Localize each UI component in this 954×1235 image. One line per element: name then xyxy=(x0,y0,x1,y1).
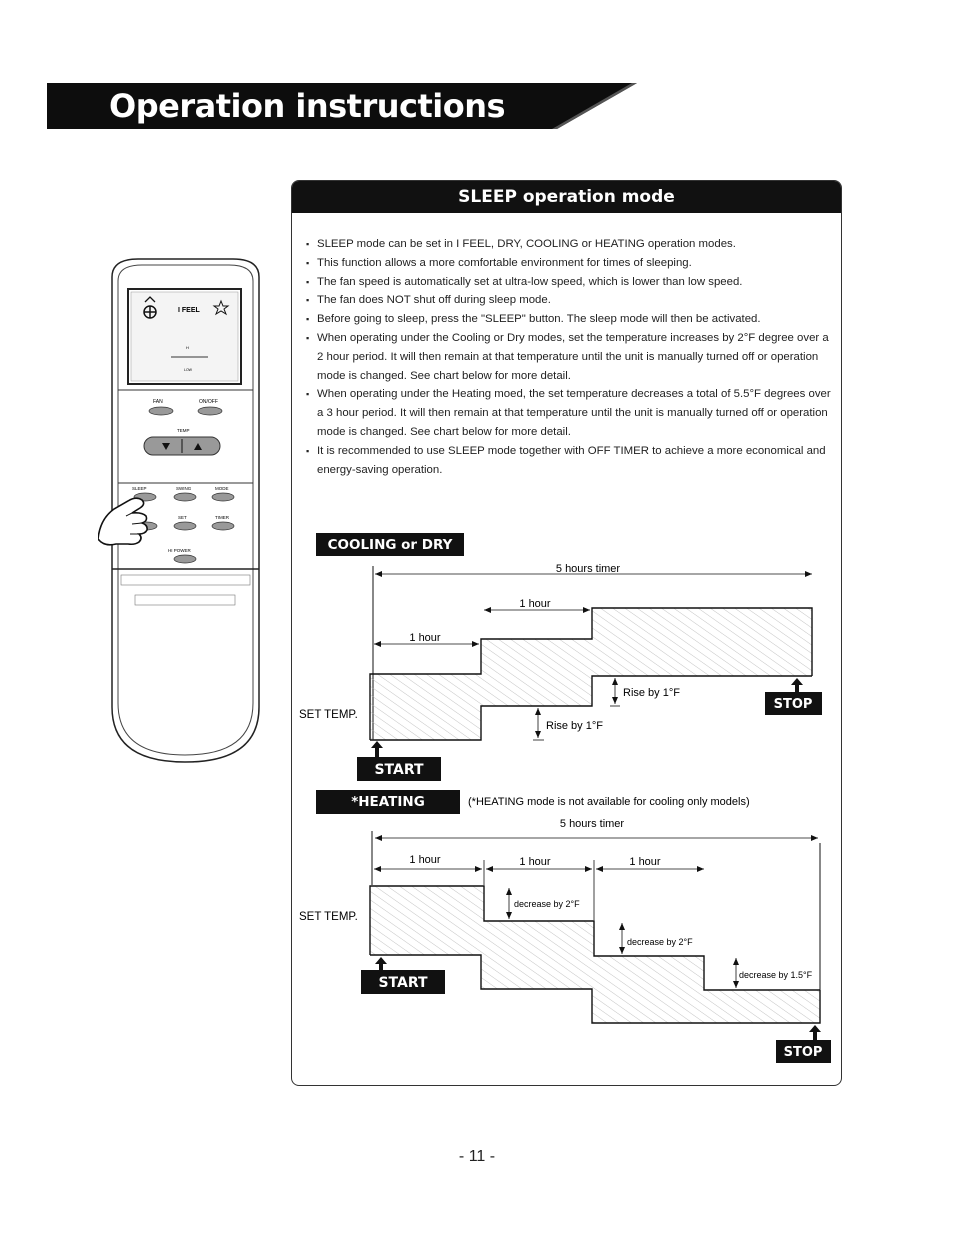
remote-control-illustration: I FEEL H LOW FAN ON/OFF TEMP SLEEP SWING… xyxy=(98,258,260,763)
temp-up-icon[interactable] xyxy=(194,443,202,450)
remote-timer-label: TIMER xyxy=(215,515,230,520)
header-banner-shape xyxy=(47,83,637,129)
instruction-item: The fan speed is automatically set at ul… xyxy=(306,273,831,292)
remote-timer-button[interactable] xyxy=(211,521,235,531)
remote-set-label: SET xyxy=(178,515,187,520)
header-banner: Operation instructions xyxy=(47,83,637,129)
star-icon xyxy=(212,299,230,316)
remote-sleep-label: SLEEP xyxy=(132,486,147,491)
instruction-item: The fan does NOT shut off during sleep m… xyxy=(306,291,831,310)
remote-temp-label: TEMP xyxy=(177,428,190,433)
instruction-list: SLEEP mode can be set in I FEEL, DRY, CO… xyxy=(306,235,831,479)
remote-mode-label: MODE xyxy=(215,486,229,491)
remote-mode-button[interactable] xyxy=(211,492,235,502)
remote-set-button[interactable] xyxy=(173,521,197,531)
instruction-item: Before going to sleep, press the "SLEEP"… xyxy=(306,310,831,329)
remote-swing-label: SWING xyxy=(176,486,192,491)
pointing-hand-icon xyxy=(98,497,148,546)
instruction-item: SLEEP mode can be set in I FEEL, DRY, CO… xyxy=(306,235,831,254)
remote-fan-label: FAN xyxy=(153,399,163,405)
panel-title: SLEEP operation mode xyxy=(292,181,841,213)
remote-display-mode: I FEEL xyxy=(178,307,201,314)
page-number: - 11 - xyxy=(458,1148,496,1165)
instruction-item: When operating under the Heating moed, t… xyxy=(306,385,831,441)
instruction-item: It is recommended to use SLEEP mode toge… xyxy=(306,442,831,480)
sleep-mode-panel: SLEEP operation mode SLEEP mode can be s… xyxy=(291,180,842,1086)
remote-display-speed: H xyxy=(186,345,189,350)
temp-down-icon[interactable] xyxy=(162,443,170,450)
remote-onoff-button[interactable] xyxy=(197,406,223,416)
instruction-item: This function allows a more comfortable … xyxy=(306,254,831,273)
remote-display-low: LOW xyxy=(184,368,193,372)
page-title: Operation instructions xyxy=(109,87,506,125)
remote-hipower-label: HI POWER xyxy=(168,548,192,553)
remote-hipower-button[interactable] xyxy=(173,554,197,564)
house-icon xyxy=(144,296,156,303)
fan-icon xyxy=(143,305,157,319)
remote-fan-button[interactable] xyxy=(148,406,174,416)
remote-swing-button[interactable] xyxy=(173,492,197,502)
instruction-item: When operating under the Cooling or Dry … xyxy=(306,329,831,385)
remote-onoff-label: ON/OFF xyxy=(199,399,218,405)
